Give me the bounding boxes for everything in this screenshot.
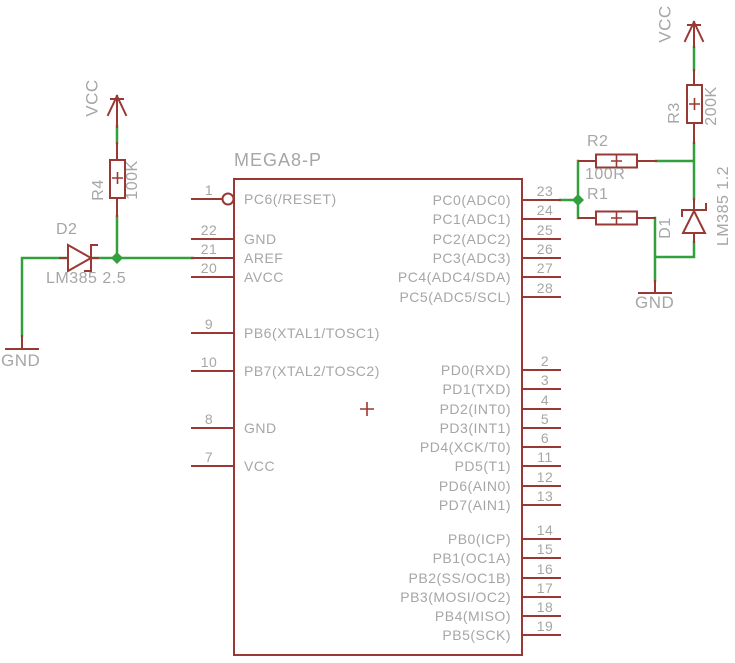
pin-name: PB0(ICP) [447,531,511,547]
d1-designator: D1 [657,217,675,239]
gnd-label-right: GND [635,293,675,312]
pin-number: 1 [204,182,214,198]
vcc-symbol-left[interactable] [106,94,128,128]
pin-invert-bubble [221,192,235,206]
pin-name: PC4(ADC4/SDA) [397,269,511,285]
pin-name: PD1(TXD) [442,381,511,397]
pin-number: 25 [536,222,554,238]
gnd-label-left: GND [1,351,41,370]
r3-designator: R3 [666,102,684,124]
pin-number: 5 [540,411,550,427]
gnd-symbol-right[interactable] [638,280,672,294]
vcc-label-left: VCC [82,79,102,117]
pin-name: PB1(OC1A) [432,550,511,566]
pin-number: 16 [536,561,554,577]
pin-number: 22 [200,222,218,238]
pin-name: PD0(RXD) [440,362,511,378]
pin-number: 23 [536,183,554,199]
vcc-symbol-right[interactable] [683,20,705,48]
net-aref-left[interactable] [20,124,195,338]
junction-dot [572,194,584,206]
pin-number: 12 [536,469,554,485]
pin-number: 4 [540,392,550,408]
pin-name: PB5(SCK) [442,627,511,643]
pin-number: 18 [536,599,554,615]
pin-number: 26 [536,241,554,257]
pin-number: 15 [536,541,554,557]
pin-number: 14 [536,522,554,538]
r4-value: 100K [124,160,142,200]
diode-d1[interactable] [681,198,707,243]
pin-name: PC3(ADC3) [432,250,511,266]
pin-number: 6 [540,430,550,446]
pin-name: PB6(XTAL1/TOSC1) [244,325,380,341]
r2-designator: R2 [587,133,609,150]
pin-name: PD3(INT1) [439,420,511,436]
pin-number: 28 [536,280,554,296]
ic-origin-cross [360,402,374,416]
d1-value: LM385 1.2 [715,165,733,247]
r3-value: 200K [703,86,721,126]
pin-name: PD7(AIN1) [438,497,511,513]
pin-name: PC1(ADC1) [432,211,511,227]
ic-title: MEGA8-P [234,150,323,170]
d2-value: LM385 2.5 [46,270,127,287]
pin-number: 20 [200,260,218,276]
pin-name: PC5(ADC5/SCL) [399,289,511,305]
resistor-r4[interactable] [109,142,126,217]
pin-number: 21 [200,241,218,257]
pin-number: 10 [200,354,218,370]
pin-name: VCC [244,458,276,474]
pin-name: GND [244,231,277,247]
pin-number: 2 [540,353,550,369]
pin-number: 11 [537,449,553,465]
pin-name: PB2(SS/OC1B) [408,570,511,586]
pin-number: 27 [536,260,554,276]
pin-number: 17 [536,580,554,596]
resistor-r3[interactable] [686,69,703,144]
resistor-r2[interactable] [578,153,657,169]
pin-name: PD5(T1) [454,458,511,474]
pin-number: 9 [204,316,214,332]
gnd-symbol-left[interactable] [5,335,39,350]
pin-name: PD2(INT0) [439,401,511,417]
pin-name: PC0(ADC0) [432,192,511,208]
pin-number: 3 [540,372,550,388]
pin-name: PC2(ADC2) [432,231,511,247]
r4-designator: R4 [90,179,108,201]
pin-name: AREF [244,250,284,266]
pin-name: PD4(XCK/T0) [419,439,511,455]
pin-name: PC6(/RESET) [244,191,337,207]
d2-designator: D2 [56,221,78,238]
ic-pin-stubs[interactable] [191,192,561,636]
pin-name: PB7(XTAL2/TOSC2) [244,363,380,379]
pin-name: PB3(MOSI/OC2) [400,589,511,605]
pin-number: 24 [536,202,554,218]
pin-number: 8 [204,411,214,427]
pin-name: PB4(MISO) [434,608,511,624]
pin-number: 13 [536,488,554,504]
junction-dot [111,252,123,264]
r2-value: 100R [585,166,626,183]
pin-name: AVCC [244,269,284,285]
resistor-r1[interactable] [578,210,656,226]
pin-number: 19 [536,618,554,634]
pin-name: PD6(AIN0) [438,478,511,494]
vcc-label-right: VCC [655,5,675,43]
ic-mega8p[interactable] [191,178,561,656]
net-adc0-right[interactable] [558,45,696,283]
diode-d2[interactable] [59,243,99,273]
r1-designator: R1 [587,186,609,203]
pin-number: 7 [204,449,214,465]
pin-name: GND [244,420,277,436]
